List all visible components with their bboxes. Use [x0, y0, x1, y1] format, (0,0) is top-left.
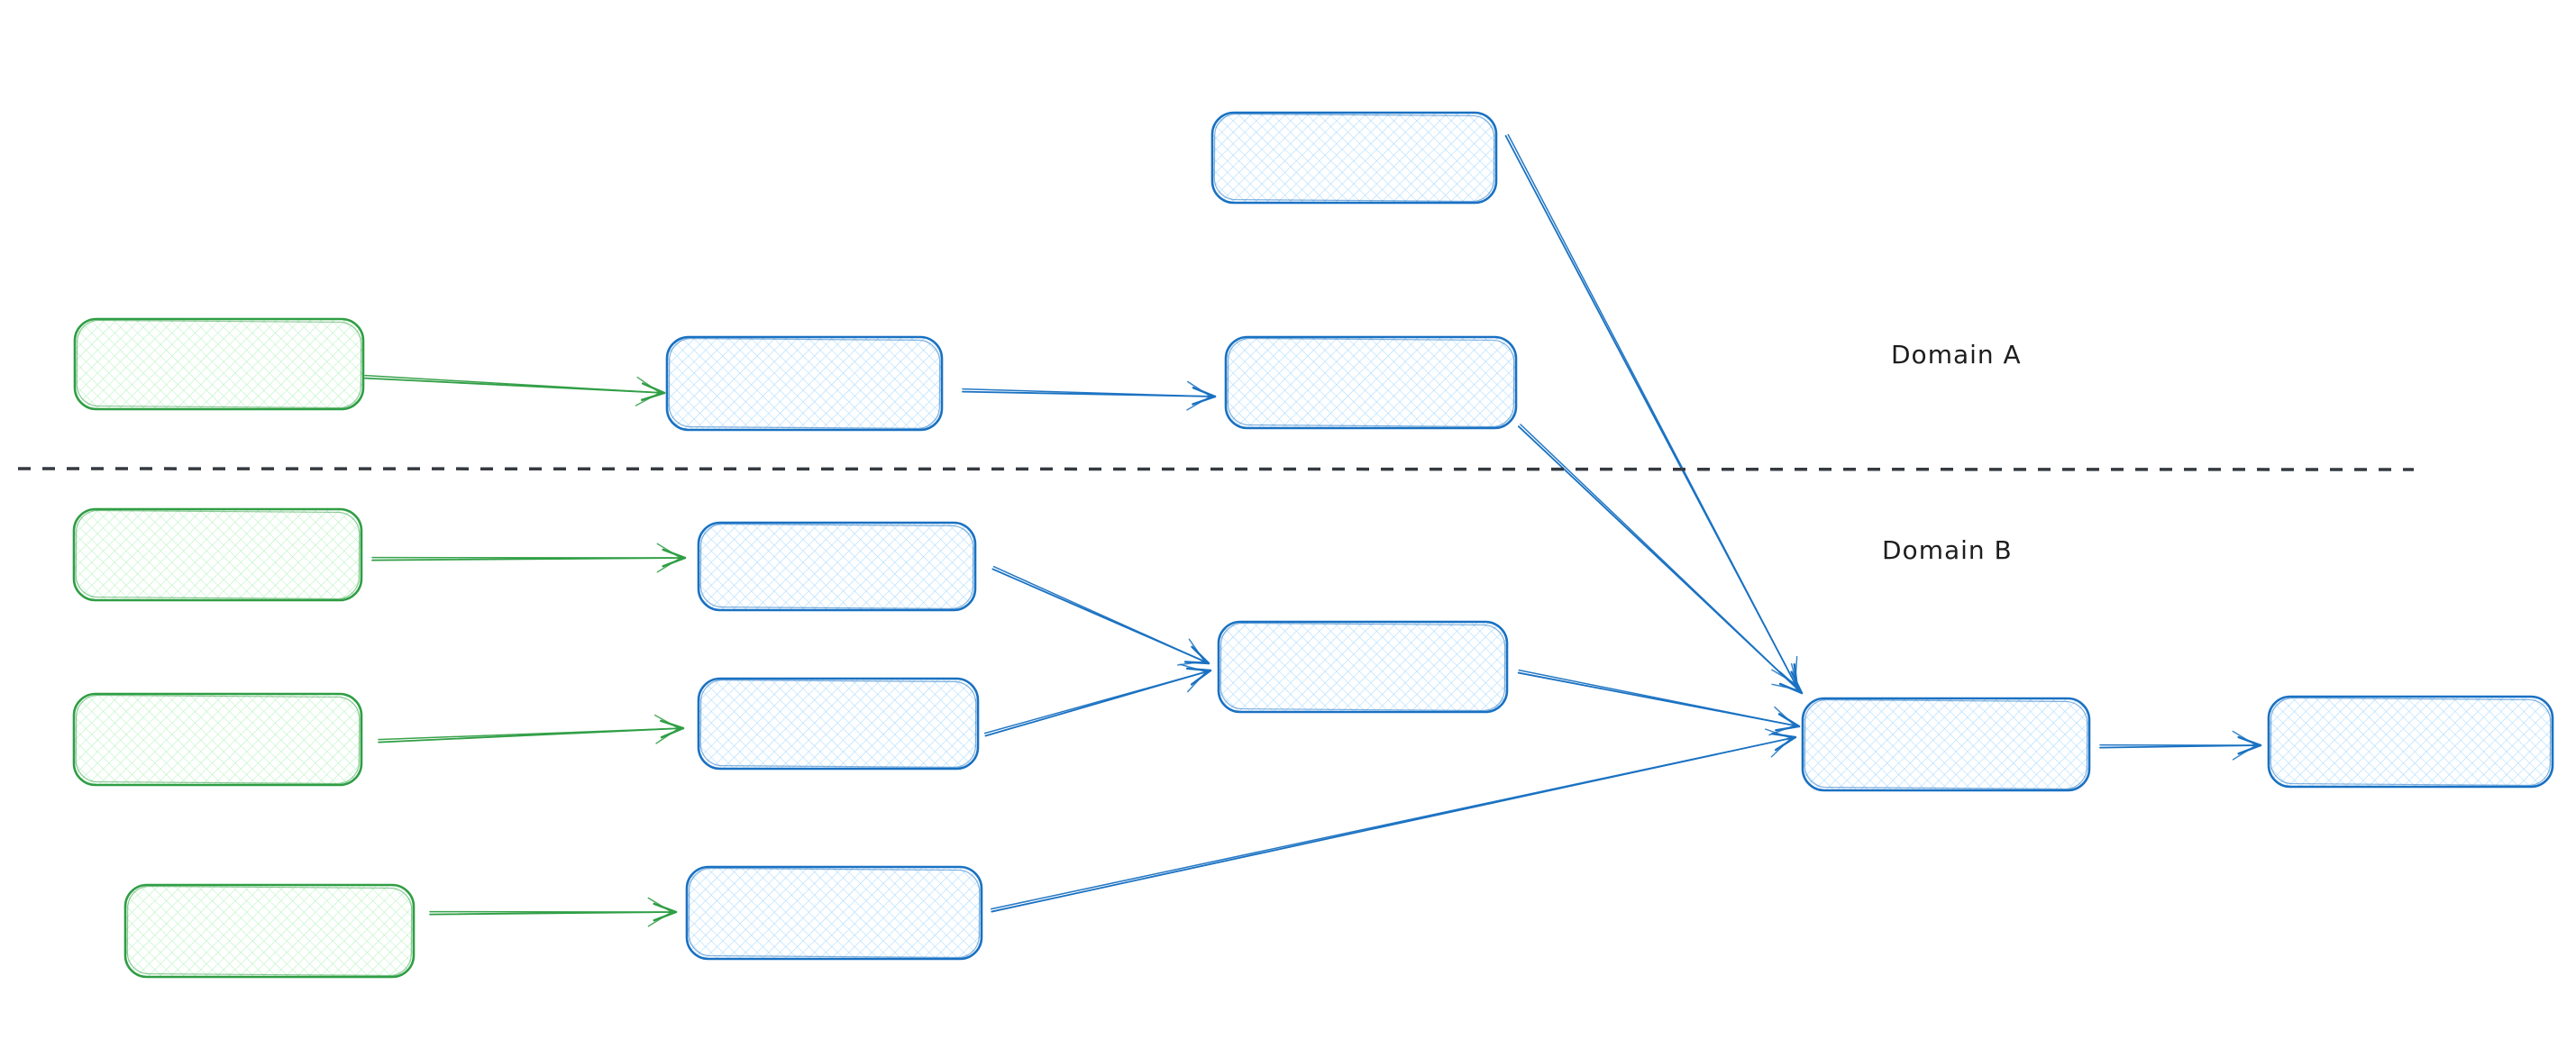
edge-a-stage2-to-hub[interactable] — [1517, 424, 1804, 695]
node-domain-b-source-1[interactable] — [72, 507, 363, 602]
node-domain-b-stage1-3[interactable] — [685, 865, 983, 961]
edge-b-stage3-to-hub[interactable] — [990, 728, 1797, 913]
edge-b-merge-to-hub[interactable] — [1517, 669, 1801, 736]
edge-hub-to-output[interactable] — [2099, 730, 2262, 761]
node-output[interactable] — [2267, 695, 2554, 789]
edge-a-source-to-stage1[interactable] — [364, 374, 666, 406]
edge-a-top-to-hub[interactable] — [1504, 133, 1799, 689]
edge-b-source3-to-stage3[interactable] — [429, 897, 678, 927]
node-merge-hub[interactable] — [1801, 697, 2091, 792]
node-domain-b-source-2[interactable] — [72, 692, 363, 787]
node-domain-b-stage1-1[interactable] — [697, 521, 977, 612]
node-domain-a-source[interactable] — [73, 317, 365, 411]
node-domain-b-stage1-2[interactable] — [697, 677, 980, 771]
edge-b-stage1-to-merge[interactable] — [991, 565, 1210, 666]
node-domain-a-stage2[interactable] — [1224, 335, 1518, 430]
node-domain-a-stage1[interactable] — [665, 335, 944, 432]
edge-b-stage2-to-merge[interactable] — [983, 663, 1212, 737]
domain-divider-line[interactable] — [17, 467, 2415, 471]
edge-b-source1-to-stage1[interactable] — [371, 543, 687, 573]
edge-b-source2-to-stage2[interactable] — [378, 714, 685, 744]
node-domain-a-top[interactable] — [1210, 111, 1498, 205]
domain-a-label: Domain A — [1891, 340, 2022, 369]
node-domain-b-source-3[interactable] — [123, 883, 416, 979]
edge-a-stage1-to-stage2[interactable] — [962, 380, 1217, 411]
domain-b-label: Domain B — [1882, 535, 2013, 565]
node-domain-b-merge[interactable] — [1217, 620, 1509, 714]
